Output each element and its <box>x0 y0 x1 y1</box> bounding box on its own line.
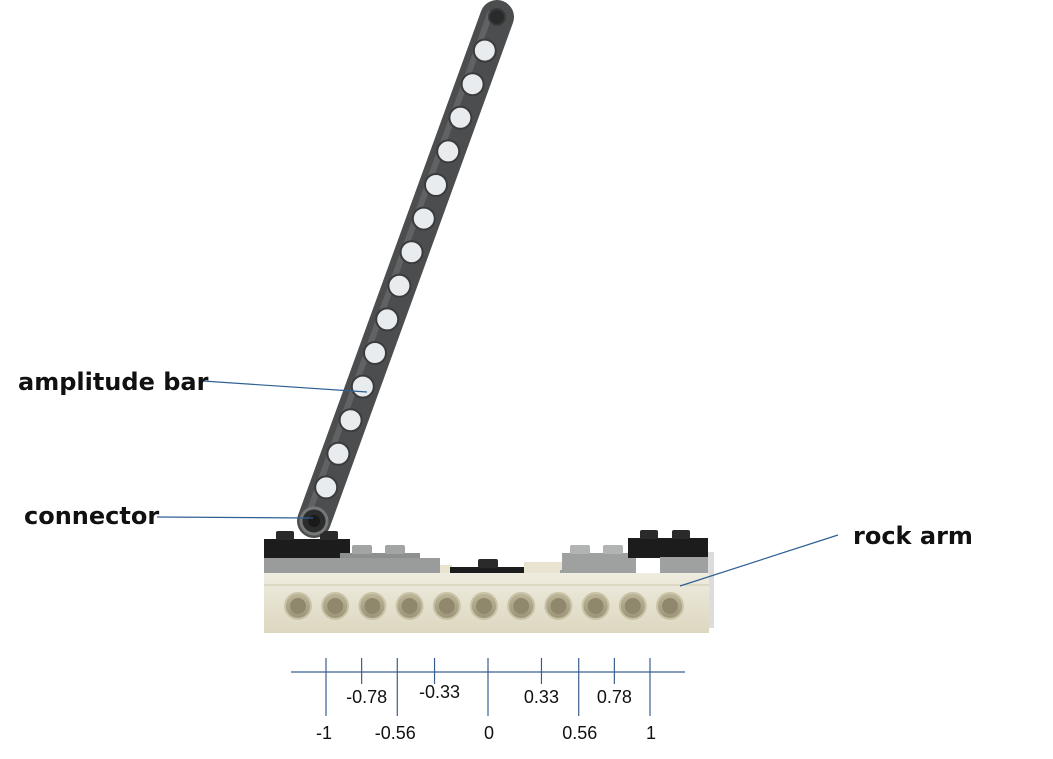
label-amplitude-bar: amplitude bar <box>18 368 209 396</box>
brick-hole-inner <box>550 598 567 614</box>
beam-hole <box>314 475 339 500</box>
brick-hole-inner <box>587 598 604 614</box>
technic-brick-holes <box>284 592 684 620</box>
brick-hole-inner <box>401 598 418 614</box>
black-stud <box>672 530 690 539</box>
scale-ticks-upper: -0.78 -0.33 0.33 0.78 <box>346 658 632 707</box>
brick-hole-inner <box>438 598 455 614</box>
beam-hole <box>411 206 436 231</box>
brick-hole-inner <box>327 598 344 614</box>
scale-tick-label: -0.33 <box>419 682 460 702</box>
gray-stud <box>352 545 372 554</box>
beam-hole <box>399 240 424 265</box>
gray-stud <box>603 545 623 554</box>
scale-ticks-lower: -1 -0.56 0 0.56 1 <box>316 658 656 743</box>
black-plate-right <box>628 538 708 558</box>
beam-hole <box>350 374 375 399</box>
black-plate-left <box>264 539 350 559</box>
label-connector: connector <box>24 502 159 530</box>
beam-hole <box>488 8 506 26</box>
scale-tick-label: -0.56 <box>375 723 416 743</box>
scale-tick-label: 0.33 <box>524 687 559 707</box>
amplitude-bar <box>297 0 514 538</box>
gray-stud <box>570 545 590 554</box>
beam-hole <box>387 273 412 298</box>
beam-hole <box>472 38 497 63</box>
callout-line-rock-arm <box>679 534 839 587</box>
callout-line-amplitude-bar <box>202 380 368 393</box>
amplitude-scale: -0.78 -0.33 0.33 0.78 -1 -0.56 0 0.56 1 <box>291 658 685 743</box>
callouts: amplitude bar connector rock arm <box>18 368 973 587</box>
amplitude-bar-highlight <box>304 11 493 521</box>
scale-tick-label: 0.56 <box>562 723 597 743</box>
black-stud <box>320 531 338 540</box>
tan-plate-right <box>524 562 564 574</box>
brick-hole-inner <box>476 598 492 614</box>
black-stud <box>276 531 294 540</box>
scale-tick-label: -1 <box>316 723 332 743</box>
brick-hole-inner <box>290 598 306 614</box>
scale-tick-label: 1 <box>646 723 656 743</box>
brick-hole-inner <box>364 598 381 614</box>
amplitude-bar-beam <box>297 0 514 538</box>
beam-hole <box>375 307 400 332</box>
label-rock-arm: rock arm <box>853 522 973 550</box>
gray-plate-strip <box>264 558 440 574</box>
gray-plate-right <box>562 553 636 573</box>
beam-hole <box>338 408 363 433</box>
beam-hole <box>448 105 473 130</box>
connector-pin-hole <box>308 515 320 527</box>
brick-hole-inner <box>513 598 530 614</box>
scale-tick-label: -0.78 <box>346 687 387 707</box>
black-stud <box>640 530 658 539</box>
scale-tick-label: 0 <box>484 723 494 743</box>
amplitude-bar-holes <box>314 8 506 500</box>
brick-hole-inner <box>662 598 678 614</box>
beam-hole <box>436 139 461 164</box>
rock-arm <box>264 506 714 633</box>
gray-plate-right-end <box>660 557 708 575</box>
callout-line-connector <box>156 516 314 519</box>
brick-hole-inner <box>624 598 641 614</box>
beam-hole <box>326 441 351 466</box>
beam-hole <box>424 173 448 197</box>
beam-hole <box>363 341 387 365</box>
gray-stud <box>385 545 405 554</box>
scale-tick-label: 0.78 <box>597 687 632 707</box>
beam-hole <box>460 72 485 97</box>
black-stud <box>478 559 498 568</box>
